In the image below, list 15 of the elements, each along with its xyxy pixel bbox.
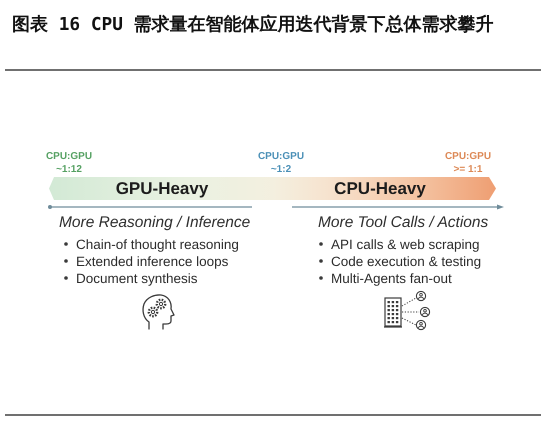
section-heading: More Reasoning / Inference	[59, 213, 250, 232]
band-label: CPU-Heavy	[334, 178, 426, 200]
band-label: GPU-Heavy	[116, 178, 208, 200]
bullet-item: Chain-of thought reasoning	[76, 236, 239, 252]
bullet-item: Extended inference loops	[76, 252, 228, 270]
figure-title: 图表 16 CPU 需求量在智能体应用迭代背景下总体需求攀升	[12, 13, 494, 37]
bullet-item: Code execution & testing	[331, 252, 482, 270]
ratio-label: CPU:GPU >= 1:1	[444, 151, 492, 176]
ratio-label: CPU:GPU ~1:2	[256, 151, 306, 176]
chevron-band	[49, 177, 496, 200]
bullet-item: Document synthesis	[76, 270, 198, 286]
ratio-label: CPU:GPU ~1:12	[44, 151, 94, 176]
bullet-item: API calls & web scraping	[331, 236, 480, 252]
bullet-item: Multi-Agents fan-out	[331, 270, 452, 286]
section-heading: More Tool Calls / Actions	[318, 213, 488, 232]
